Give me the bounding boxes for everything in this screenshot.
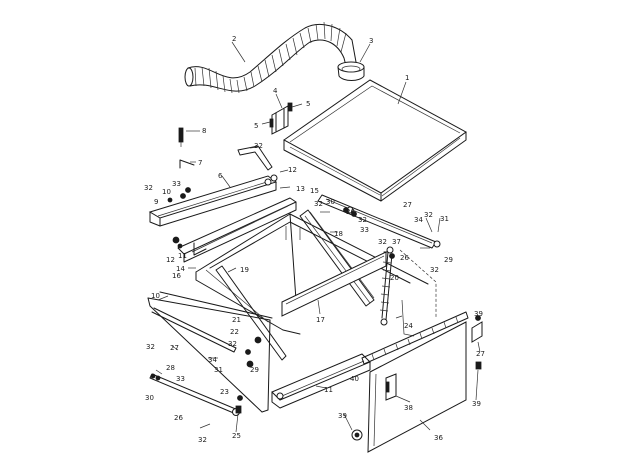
door-knob [351,429,363,441]
callout-25: 25 [232,432,241,440]
callout-34: 34 [414,216,423,224]
callout-32: 32 [358,216,367,224]
callout-18: 18 [334,230,343,238]
top-cover-hood [283,79,467,202]
callout-23: 23 [220,388,229,396]
top-bracket [237,145,273,171]
bolt [178,127,184,147]
callout-13: 13 [296,185,305,193]
callout-15: 15 [310,187,319,195]
callout-2: 2 [232,35,236,43]
callout-24: 24 [404,322,413,330]
callout-22: 22 [230,328,239,336]
right-mount-bracket [471,315,483,370]
callout-30: 30 [326,198,335,206]
small-bracket [269,102,293,135]
callout-16: 16 [172,272,181,280]
callout-31: 31 [214,366,223,374]
callout-38: 38 [404,404,413,412]
callout-9: 9 [154,198,158,206]
callout-28: 28 [166,364,175,372]
callout-32: 32 [146,343,155,351]
callout-17: 17 [316,316,325,324]
callout-32: 32 [430,266,439,274]
callout-1: 1 [405,74,409,82]
gas-spring [379,246,394,326]
callout-26: 26 [346,208,355,216]
diagonal-stay [215,265,287,361]
hose-collar [337,61,365,81]
bottom-front-rail [271,353,371,409]
callout-31: 31 [440,215,449,223]
lower-left-rail [177,197,297,263]
callout-29: 29 [444,256,453,264]
callout-19: 19 [240,266,249,274]
callout-33: 33 [360,226,369,234]
callout-29: 29 [250,366,259,374]
leader-lines [155,41,481,433]
left-door-panel [147,269,273,413]
callout-labels: 1 2 3 4 5 5 6 7 8 9 10 10 11 11 12 12 13… [144,35,485,444]
callout-33: 33 [176,375,185,383]
hinge-rod [361,311,469,365]
callout-10: 10 [162,188,171,196]
callout-32: 32 [314,200,323,208]
callout-32: 32 [144,184,153,192]
callout-34: 34 [208,356,217,364]
callout-5: 5 [306,100,310,108]
callout-27: 27 [170,344,179,352]
right-upper-rail [317,194,441,249]
callout-39: 39 [338,412,347,420]
callout-11: 11 [324,386,333,394]
callout-4: 4 [273,87,278,95]
callout-7: 7 [198,159,202,167]
right-bracket [401,299,415,337]
callout-32: 32 [228,340,237,348]
flexible-hose [184,21,357,94]
clip [179,159,195,169]
front-access-door [367,321,467,453]
callout-20: 20 [390,274,399,282]
callout-5: 5 [254,122,258,130]
callout-10: 10 [151,292,160,300]
callout-27: 27 [403,201,412,209]
panel-guide-line [399,249,437,318]
callout-12: 12 [166,256,175,264]
callout-14: 14 [176,265,185,273]
callout-33: 33 [172,180,181,188]
callout-27: 27 [476,350,485,358]
callout-39: 39 [474,310,483,318]
callout-40: 40 [350,375,359,383]
filter-plate [281,251,387,317]
callout-32: 32 [424,211,433,219]
callout-26: 26 [174,414,183,422]
callout-36: 36 [434,434,443,442]
callout-37: 37 [392,238,401,246]
fasteners [150,187,395,414]
callout-26: 26 [400,254,409,262]
callout-12: 12 [288,166,297,174]
callout-32: 32 [198,436,207,444]
callout-39: 39 [472,400,481,408]
callout-30: 30 [145,394,154,402]
upper-left-rail [148,174,278,227]
callout-21: 21 [232,316,241,324]
callout-3: 3 [369,37,373,45]
callout-32: 32 [378,238,387,246]
stay-arm [151,307,237,353]
callout-8: 8 [202,127,206,135]
callout-6: 6 [218,172,223,180]
callout-11: 11 [178,252,187,260]
callout-32: 32 [254,142,263,150]
door-latch [385,373,397,401]
